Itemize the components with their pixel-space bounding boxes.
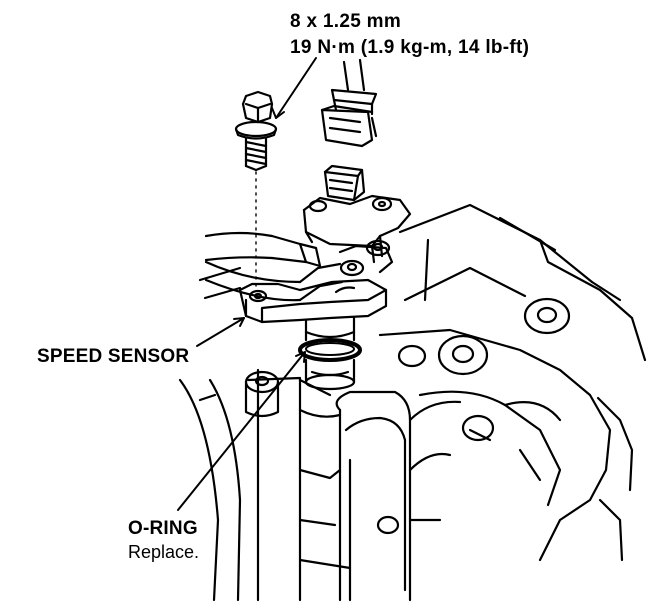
o-ring-note: Replace. (128, 542, 200, 562)
transmission-housing (178, 203, 647, 602)
speed-sensor-assembly (238, 164, 412, 391)
wire-harness (204, 231, 344, 302)
leader-lines (177, 57, 317, 511)
torque-spec-label: 19 N·m (1.9 kg-m, 14 lb-ft) (290, 37, 530, 58)
o-ring-label: O-RING (128, 518, 198, 539)
harness-connector (320, 58, 378, 148)
flange-bolt (234, 90, 278, 291)
speed-sensor-label: SPEED SENSOR (37, 346, 190, 367)
bolt-size-label: 8 x 1.25 mm (290, 11, 402, 32)
